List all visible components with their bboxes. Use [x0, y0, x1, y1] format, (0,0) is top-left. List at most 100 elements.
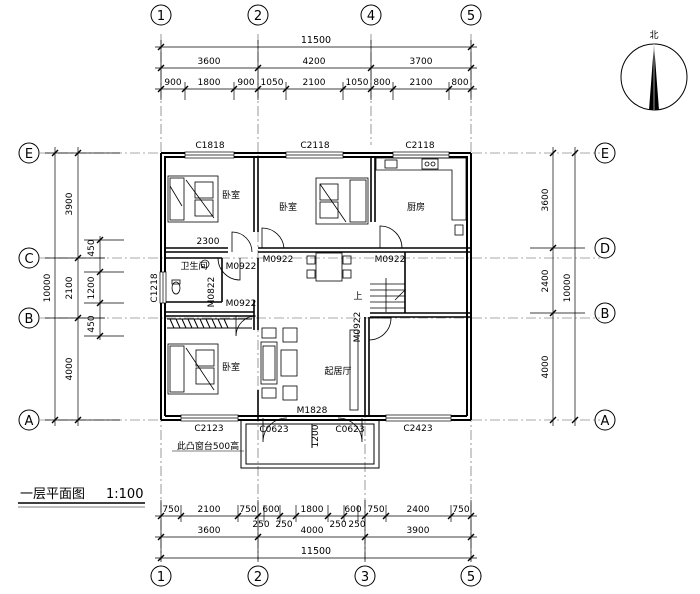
dim-left-span-2: 2100: [65, 276, 75, 299]
inner-dim-2300: 2300: [197, 237, 220, 247]
dim-top-d8: 2100: [410, 78, 433, 88]
axis-left-b: B: [25, 312, 34, 327]
bathroom-fixtures: [171, 259, 210, 295]
door-m0922-d: M0922: [226, 299, 257, 309]
dim-bottom-d4: 600: [262, 505, 279, 515]
dim-right-span-3: 4000: [541, 355, 551, 378]
bed-1: [167, 175, 219, 223]
top-dimension-lines: [155, 40, 477, 100]
room-bedroom-1: 卧室: [222, 189, 240, 201]
axis-right-e: E: [601, 147, 609, 162]
window-c1818: C1818: [195, 141, 224, 151]
dim-top-span-1: 3600: [198, 57, 221, 67]
bottom-dimension-ticks: [157, 512, 475, 562]
dim-left-span-3: 4000: [65, 357, 75, 380]
dim-right-span-2: 2400: [541, 269, 551, 292]
door-m0922-b: M0922: [263, 255, 294, 265]
axis-top-1: 1: [157, 9, 165, 24]
dim-bottom-small-3: 250: [329, 520, 346, 530]
dim-top-span-3: 3700: [410, 57, 433, 67]
room-bedroom-2: 卧室: [279, 201, 297, 213]
axis-bottom-5: 5: [467, 570, 475, 585]
dim-top-d2: 1800: [198, 78, 221, 88]
window-c2423: C2423: [403, 424, 432, 434]
door-m1828: M1828: [297, 406, 328, 416]
dim-left-total: 10000: [43, 273, 53, 302]
dim-bottom-small-1: 250: [252, 520, 269, 530]
dim-top-d4: 1050: [261, 78, 284, 88]
dim-top-span-2: 4200: [303, 57, 326, 67]
porch-dim-1200: 1200: [311, 424, 321, 447]
axis-top-2: 2: [254, 9, 262, 24]
window-c1218: C1218: [150, 273, 160, 302]
dim-bottom-d2: 2100: [198, 505, 221, 515]
window-openings: [159, 151, 452, 422]
dim-bottom-d9: 750: [452, 505, 469, 515]
dim-left-d1: 450: [87, 239, 97, 256]
wardrobe: [167, 318, 252, 329]
sofa-set: [260, 327, 359, 411]
dining-set: [306, 252, 352, 282]
dim-left-d2: 1200: [87, 276, 97, 299]
dim-bottom-span-3: 3900: [407, 526, 430, 536]
dim-top-total: 11500: [301, 35, 331, 46]
axis-bottom-3: 3: [361, 570, 369, 585]
bed-3: [167, 343, 219, 395]
left-dimension-lines: [45, 147, 124, 426]
axis-grid: [40, 34, 600, 560]
window-c2123: C2123: [194, 424, 223, 434]
bay-window-note: 此凸窗台500高: [177, 440, 239, 452]
stair-up-mark: 上: [353, 291, 362, 302]
axis-bottom-2: 2: [254, 570, 262, 585]
axis-right-d: D: [600, 242, 610, 257]
north-label: 北: [649, 30, 658, 41]
dim-bottom-d8: 2400: [407, 505, 430, 515]
top-dimension-ticks: [157, 43, 475, 93]
dim-bottom-small-2: 250: [275, 520, 292, 530]
dim-right-total: 10000: [563, 273, 573, 302]
axis-top-5: 5: [467, 9, 475, 24]
axis-left-e: E: [25, 147, 33, 162]
dim-left-span-1: 3900: [65, 192, 75, 215]
dim-top-d9: 800: [451, 78, 468, 88]
room-bedroom-3: 卧室: [222, 361, 240, 373]
room-living: 起居厅: [324, 366, 351, 377]
dim-top-d3: 900: [237, 78, 254, 88]
room-kitchen: 厨房: [407, 201, 425, 213]
kitchen-counter: [375, 157, 467, 236]
door-swings: [217, 225, 403, 443]
drawing-title: 一层平面图: [20, 487, 85, 502]
dim-bottom-d3: 750: [239, 505, 256, 515]
dim-bottom-total: 11500: [301, 546, 331, 557]
room-bathroom: 卫生间: [180, 260, 207, 272]
dim-left-d3: 450: [87, 315, 97, 332]
axis-bubbles: [18, 4, 616, 587]
window-c0623-a: C0623: [259, 425, 288, 435]
dim-top-d1: 900: [164, 78, 181, 88]
dim-top-d5: 2100: [303, 78, 326, 88]
bed-2: [315, 177, 369, 225]
window-c2118-a: C2118: [300, 141, 329, 151]
dim-right-span-1: 3600: [541, 188, 551, 211]
interior-walls: [165, 157, 471, 420]
dim-bottom-span-2: 4000: [301, 526, 324, 536]
bottom-dimension-lines: [155, 500, 477, 562]
door-m0922-living: M0922: [353, 312, 363, 343]
dim-bottom-d7: 750: [367, 505, 384, 515]
staircase: [370, 278, 406, 312]
front-porch: [240, 419, 380, 469]
dim-bottom-small-4: 250: [348, 520, 365, 530]
right-dimension-lines: [530, 147, 585, 426]
axis-top-4: 4: [367, 9, 375, 24]
right-dimension-ticks: [549, 149, 579, 424]
door-m0822: M0822: [207, 277, 217, 308]
dim-bottom-d5: 1800: [301, 505, 324, 515]
axis-left-a: A: [25, 414, 34, 429]
dim-top-d6: 1050: [346, 78, 369, 88]
dim-bottom-d6: 600: [344, 505, 361, 515]
window-c0623-b: C0623: [335, 425, 364, 435]
dim-bottom-d1: 750: [162, 505, 179, 515]
axis-left-c: C: [24, 252, 33, 267]
axis-right-b: B: [601, 307, 610, 322]
